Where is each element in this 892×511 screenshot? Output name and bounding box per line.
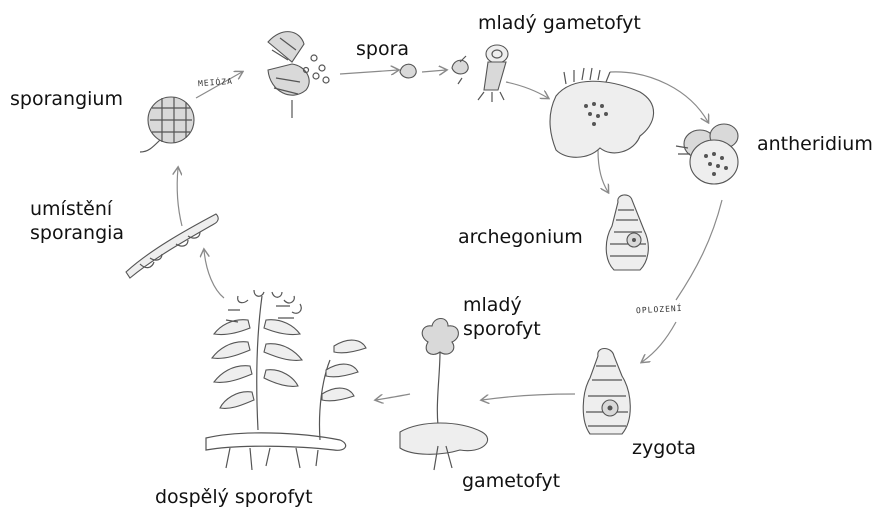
sori-leaf-icon	[126, 214, 218, 278]
spore-icon	[400, 64, 416, 78]
open-sporangium-icon	[268, 32, 329, 118]
label-umisteni-line1: umístění	[30, 198, 112, 221]
label-dospely-sporofyt: dospělý sporofyt	[155, 486, 313, 509]
zygote-icon	[583, 349, 630, 435]
gametophyte-thallus-icon	[550, 68, 654, 157]
label-archegonium: archegonium	[458, 226, 583, 249]
germinating-spore-icon	[452, 56, 468, 84]
label-mlady-sporofyt-line2: sporofyt	[463, 318, 541, 341]
young-gametophyte-icon	[478, 45, 508, 102]
label-gametofyt: gametofyt	[462, 470, 560, 493]
young-sporophyte-icon	[400, 319, 488, 471]
label-antheridium: antheridium	[757, 133, 873, 156]
label-spora: spora	[356, 38, 409, 61]
label-sporangium: sporangium	[10, 88, 123, 111]
label-zygota: zygota	[632, 437, 696, 460]
sporangium-icon	[140, 97, 194, 152]
mature-fern-icon	[206, 290, 366, 470]
antheridium-icon	[676, 124, 738, 184]
label-umisteni-line2: sporangia	[30, 222, 124, 245]
label-mlady-gametofyt: mladý gametofyt	[478, 12, 641, 35]
label-mlady-sporofyt-line1: mladý	[463, 294, 522, 317]
archegonium-icon	[606, 195, 648, 270]
